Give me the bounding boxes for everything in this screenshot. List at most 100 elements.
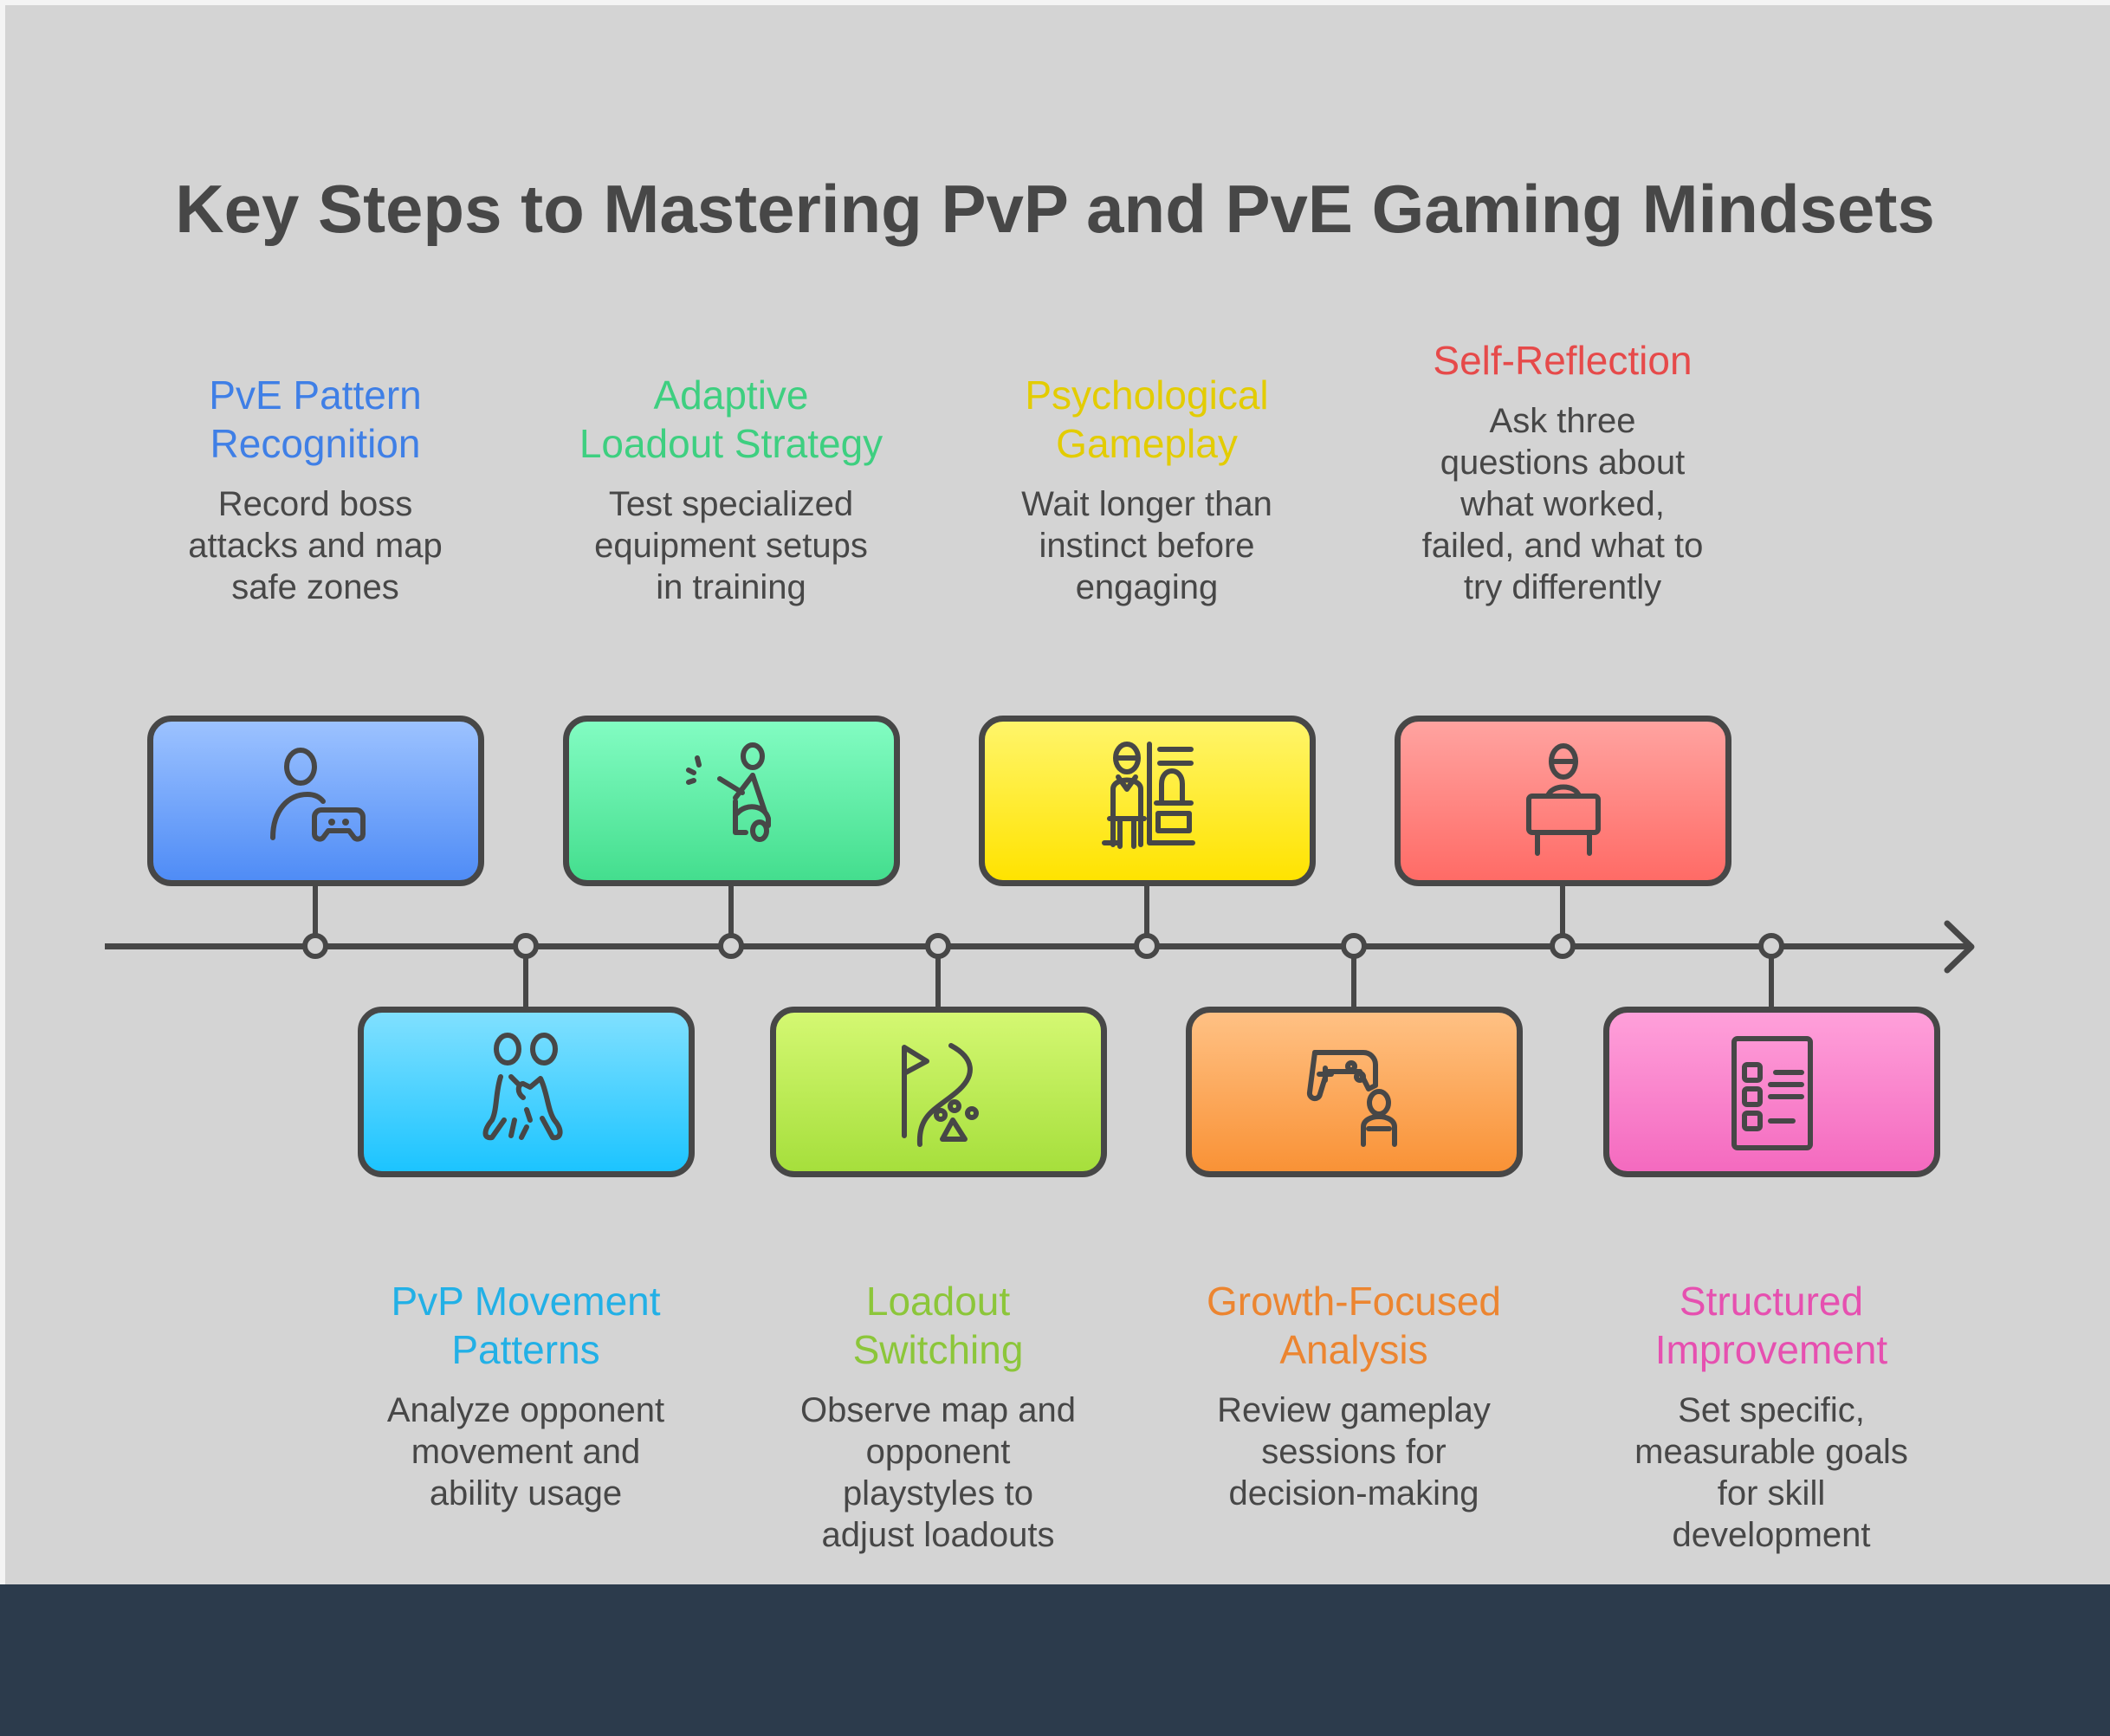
step-card-5 bbox=[979, 716, 1316, 886]
step-title-line: Improvement bbox=[1654, 1327, 1888, 1372]
step-description-line: instinct before bbox=[1039, 527, 1255, 565]
step-title-line: Loadout Strategy bbox=[579, 421, 883, 466]
step-description-line: Set specific, bbox=[1678, 1391, 1865, 1429]
timeline-node bbox=[925, 933, 951, 959]
step-description-line: ability usage bbox=[429, 1474, 623, 1513]
step-description-line: Analyze opponent bbox=[386, 1391, 665, 1429]
step-title-line: Adaptive bbox=[653, 372, 809, 418]
trainer-icon bbox=[685, 742, 771, 842]
step-description-line: engaging bbox=[1075, 568, 1219, 606]
connector bbox=[1351, 946, 1356, 1008]
two-people-icon bbox=[482, 1032, 562, 1140]
footer-bar bbox=[0, 1584, 2110, 1736]
step-description-line: questions about bbox=[1440, 444, 1686, 482]
step-description-line: attacks and map bbox=[188, 527, 443, 565]
step-description-line: for skill bbox=[1717, 1474, 1826, 1513]
timeline-node bbox=[1134, 933, 1160, 959]
step-description-line: Review gameplay bbox=[1217, 1391, 1491, 1429]
step-description-line: sessions for bbox=[1261, 1433, 1447, 1471]
step-card-1 bbox=[147, 716, 484, 886]
connector bbox=[1144, 885, 1149, 946]
step-description-line: measurable goals bbox=[1634, 1433, 1908, 1471]
step-description-line: opponent bbox=[865, 1433, 1011, 1471]
timeline-node bbox=[513, 933, 539, 959]
step-card-3 bbox=[563, 716, 900, 886]
step-description-line: adjust loadouts bbox=[821, 1516, 1055, 1554]
step-description-line: Record boss bbox=[217, 485, 413, 523]
step-title-line: Growth-Focused bbox=[1206, 1279, 1501, 1324]
connector bbox=[1560, 885, 1565, 946]
step-description-line: Test specialized bbox=[608, 485, 854, 523]
timeline-node bbox=[1758, 933, 1784, 959]
step-description-line: decision-making bbox=[1228, 1474, 1479, 1513]
step-description-line: in training bbox=[656, 568, 806, 606]
step-description-line: try differently bbox=[1463, 568, 1662, 606]
timeline-node bbox=[1550, 933, 1576, 959]
step-card-8 bbox=[1603, 1007, 1940, 1177]
step-card-2 bbox=[358, 1007, 695, 1177]
step-description-line: movement and bbox=[411, 1433, 641, 1471]
step-description-line: playstyles to bbox=[842, 1474, 1034, 1513]
person-desk-icon bbox=[1525, 742, 1601, 856]
connector bbox=[728, 885, 734, 946]
step-title-line: Switching bbox=[852, 1327, 1024, 1372]
flag-path-icon bbox=[901, 1042, 979, 1147]
step-card-7 bbox=[1395, 716, 1731, 886]
step-title-line: Gameplay bbox=[1056, 421, 1238, 466]
step-title-line: Structured bbox=[1679, 1279, 1864, 1324]
connector bbox=[523, 946, 528, 1008]
step-description-line: Ask three bbox=[1489, 402, 1636, 440]
step-title-line: Patterns bbox=[451, 1327, 600, 1372]
timeline-node bbox=[718, 933, 744, 959]
step-title-line: Analysis bbox=[1279, 1327, 1428, 1372]
step-description-line: failed, and what to bbox=[1421, 527, 1704, 565]
step-title-line: Recognition bbox=[210, 421, 421, 466]
connector bbox=[313, 885, 318, 946]
step-description-line: equipment setups bbox=[594, 527, 868, 565]
step-description-line: development bbox=[1672, 1516, 1871, 1554]
step-description-line: safe zones bbox=[231, 568, 399, 606]
step-description-line: Observe map and bbox=[800, 1391, 1076, 1429]
step-card-4 bbox=[770, 1007, 1107, 1177]
step-description-line: Wait longer than bbox=[1021, 485, 1272, 523]
connector bbox=[1769, 946, 1774, 1008]
arrow-head-icon bbox=[1944, 920, 1975, 974]
timeline-node bbox=[1341, 933, 1367, 959]
step-title-line: PvE Pattern bbox=[209, 372, 422, 418]
diagram-title: Key Steps to Mastering PvP and PvE Gamin… bbox=[175, 171, 1935, 247]
connector bbox=[935, 946, 941, 1008]
step-title-line: Self-Reflection bbox=[1433, 338, 1693, 383]
step-title: Self-Reflection bbox=[1381, 336, 1744, 385]
person-gamepad-icon bbox=[269, 747, 366, 842]
checklist-icon bbox=[1731, 1035, 1813, 1150]
step-title-line: Psychological bbox=[1025, 372, 1269, 418]
step-title-line: Loadout bbox=[865, 1279, 1011, 1324]
timeline-axis bbox=[105, 943, 1969, 949]
step-title-line: PvP Movement bbox=[391, 1279, 661, 1324]
gamer-controller-icon bbox=[1306, 1049, 1397, 1147]
step-description-line: what worked, bbox=[1460, 485, 1665, 523]
person-waiting-icon bbox=[1101, 741, 1195, 849]
